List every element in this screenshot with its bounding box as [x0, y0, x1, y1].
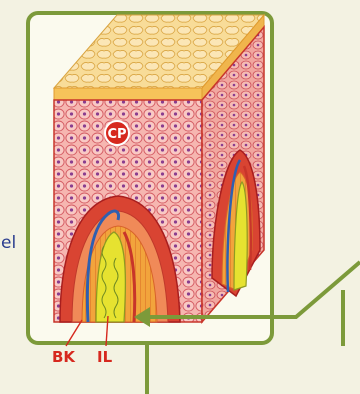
side-text-fragment: el	[1, 233, 16, 253]
label-bk: BK	[52, 348, 76, 366]
label-il: IL	[97, 348, 113, 366]
stratum-corneum-layer	[54, 88, 202, 100]
label-cp: CP	[107, 127, 126, 142]
